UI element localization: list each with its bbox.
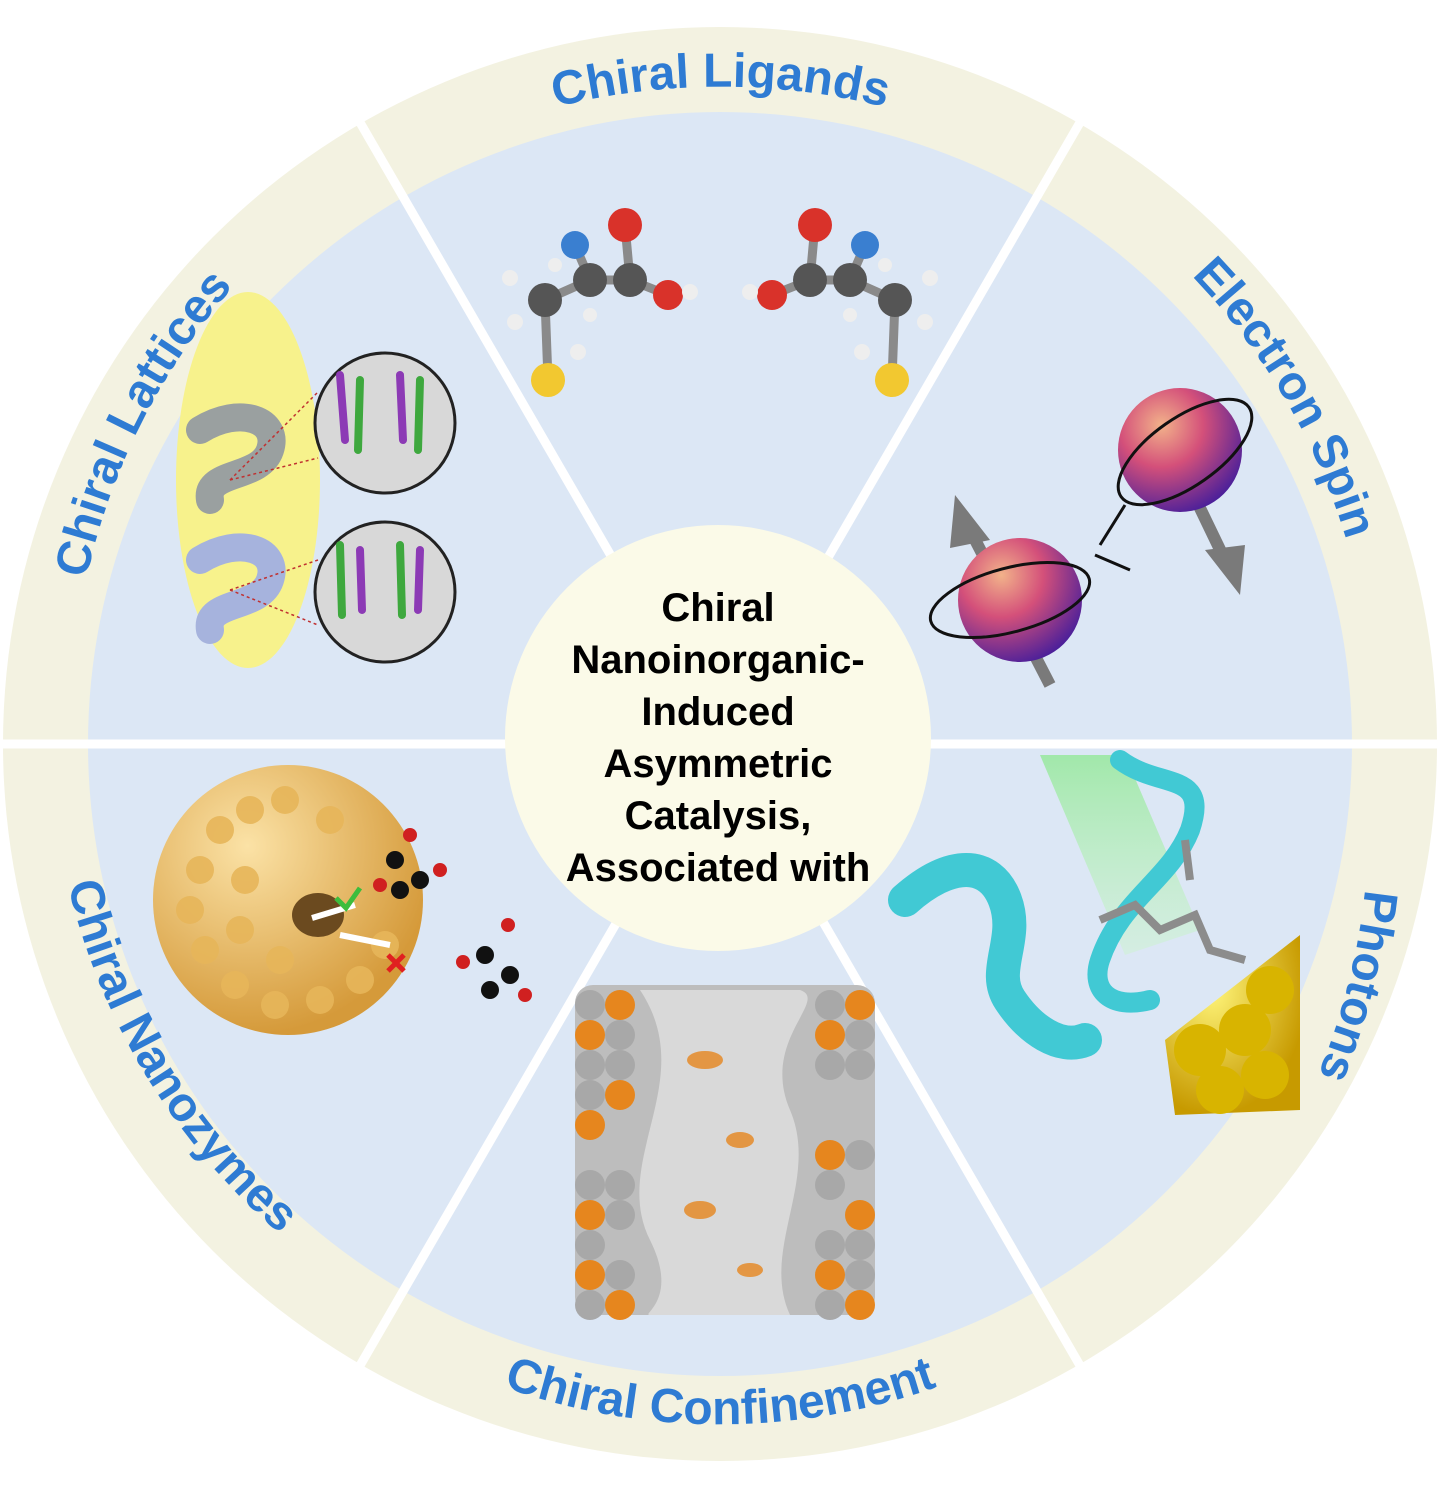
porous-framework-icon	[575, 985, 875, 1320]
helix-lattice-icon	[176, 292, 457, 668]
nanoparticle-cavity-icon	[153, 765, 532, 1035]
spinning-electrons-icon	[928, 388, 1254, 688]
center-circle	[505, 525, 931, 951]
enantiomer-molecules-icon	[502, 208, 938, 397]
protein-light-icon	[888, 750, 1300, 1115]
